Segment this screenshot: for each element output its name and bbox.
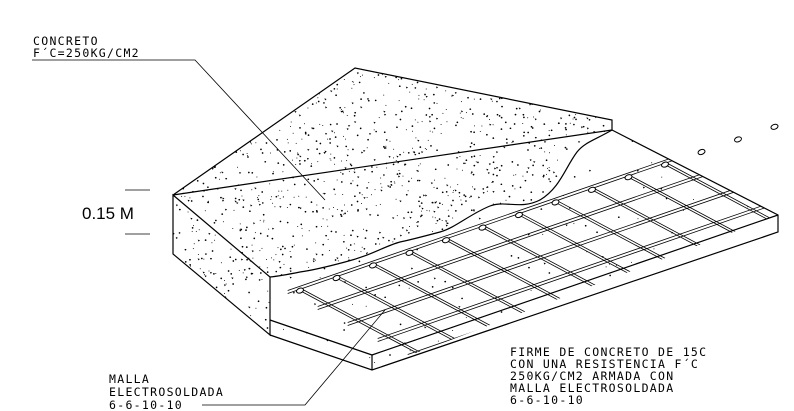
mesh-bar-end (770, 123, 779, 130)
mesh-bar-end (332, 274, 341, 282)
mesh-bar (484, 226, 661, 321)
mesh-bar-end (515, 211, 523, 219)
concrete-texture (270, 133, 778, 370)
mesh-bar (554, 201, 731, 297)
mesh-bar (407, 187, 778, 355)
mesh-bar (411, 251, 588, 346)
mesh-bar-end (588, 186, 596, 193)
thickness-label: 0.15 M (82, 204, 134, 223)
mesh-bar (773, 130, 778, 221)
mesh-bar (408, 252, 585, 347)
mesh-bar (521, 213, 698, 308)
mesh-bar (448, 238, 625, 333)
mesh-bar (445, 239, 622, 334)
mesh-bar-end (697, 148, 706, 156)
mesh-bar-end (478, 224, 487, 231)
mesh-bar (347, 155, 778, 323)
mesh-bar (287, 130, 770, 291)
mesh-bar (481, 227, 658, 322)
mesh-bar-end (624, 174, 633, 181)
mesh-bar (375, 263, 552, 359)
mesh-bar (377, 174, 778, 342)
concrete-label: CONCRETO F´C=250KG/CM2 (33, 34, 140, 60)
mesh-bar (317, 139, 778, 307)
mesh-bar-end (296, 287, 304, 294)
concrete-leader-line (32, 59, 326, 201)
mesh-label: MALLA ELECTROSOLDADA 6-6-10-10 (109, 372, 232, 411)
mesh-bar-end (442, 237, 450, 244)
mesh-bar (287, 130, 770, 294)
concrete-torn-edge (269, 129, 613, 278)
mesh-bar (776, 130, 778, 220)
mesh-bar (407, 190, 778, 358)
mesh-bar (664, 164, 778, 259)
mesh-bar-ends (296, 123, 779, 294)
mesh-bar-end (551, 199, 560, 206)
mesh-bar (667, 163, 778, 258)
mesh-bar-end (734, 136, 742, 143)
mesh-bar (317, 142, 778, 310)
thickness-dimension (125, 189, 150, 235)
mesh-bar-end (661, 161, 669, 168)
concrete-front-face (172, 193, 271, 337)
slab-note: FIRME DE CONCRETO DE 15C CON UNA RESISTE… (510, 345, 716, 407)
mesh-bar (594, 188, 771, 283)
mesh-bar (302, 289, 479, 370)
mesh-bar (740, 137, 778, 233)
mesh-leader-line (202, 309, 386, 406)
mesh-bar (557, 200, 734, 296)
mesh-bar-end (369, 262, 377, 269)
mesh-bar (591, 189, 768, 284)
mesh-bar (338, 276, 515, 370)
mesh-bar (518, 214, 695, 309)
mesh-bar (335, 277, 512, 370)
mesh-bar-end (405, 249, 414, 256)
mesh-bar (299, 290, 476, 370)
base-slab (269, 129, 779, 371)
